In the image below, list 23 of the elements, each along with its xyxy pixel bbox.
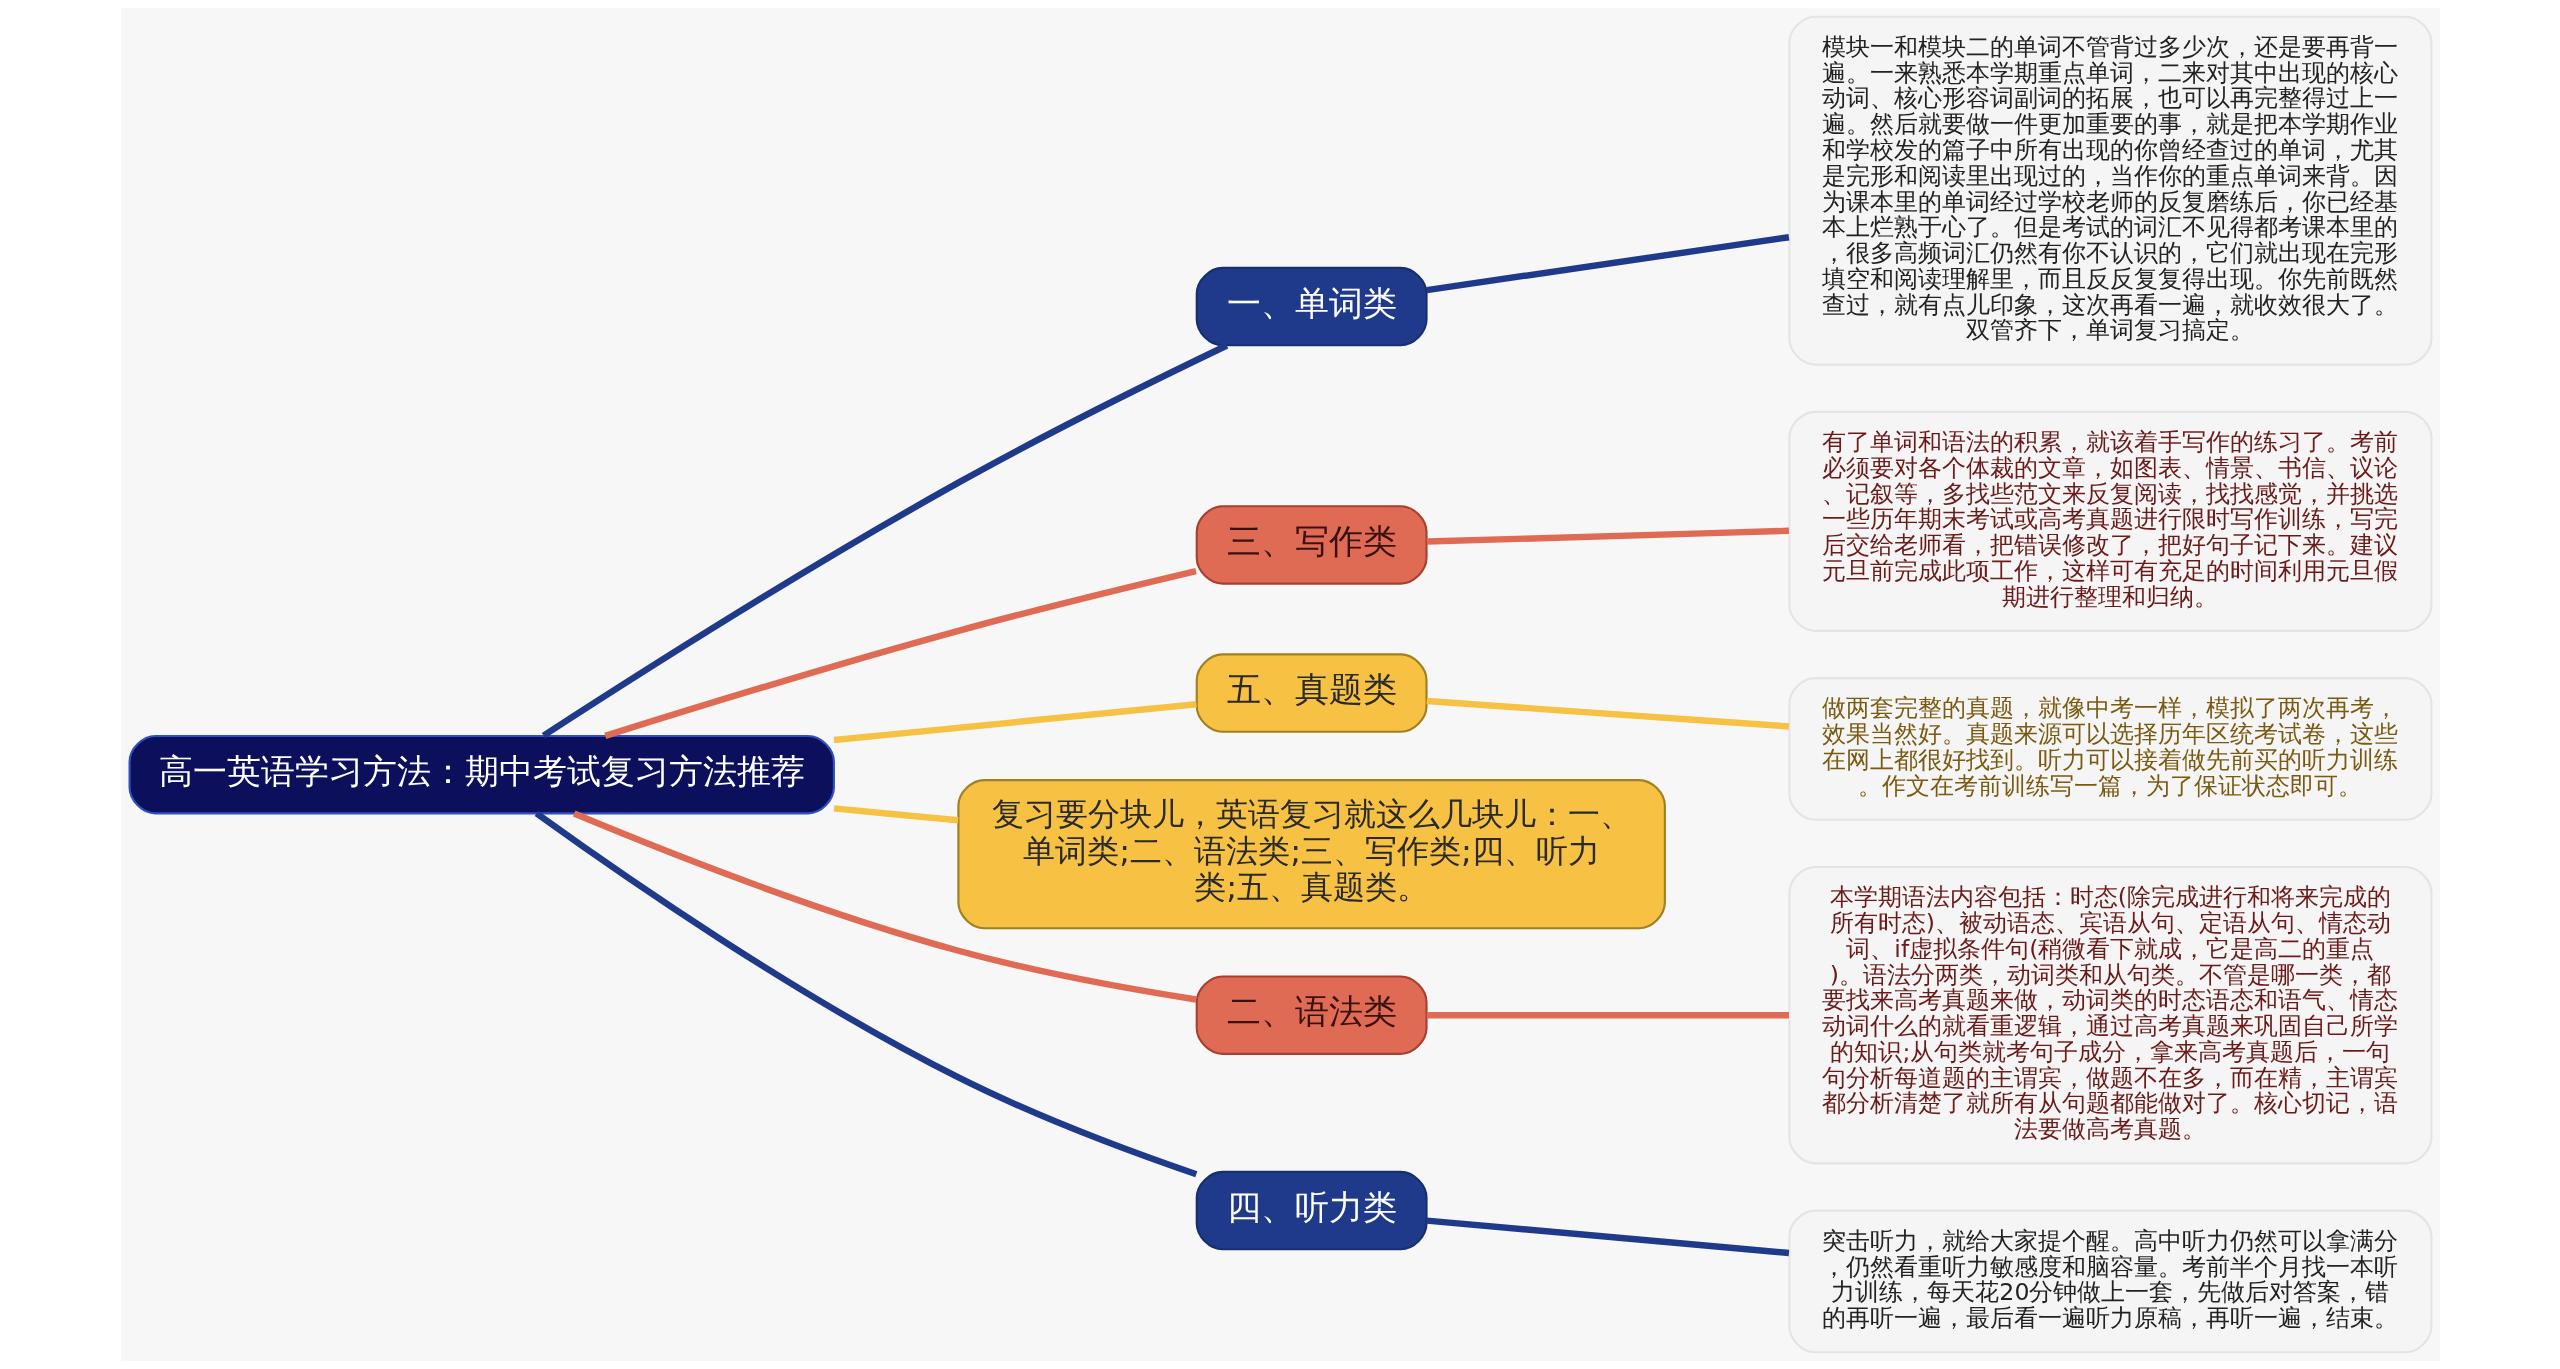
connector	[1426, 697, 1789, 730]
node-box: 高一英语学习方法：期中考试复习方法推荐	[128, 734, 835, 815]
connector	[534, 810, 1197, 1178]
connector	[1425, 234, 1789, 294]
node-box: 五、真题类	[1195, 653, 1428, 733]
connector	[1426, 1011, 1789, 1019]
connector	[603, 567, 1197, 739]
node-box: 三、写作类	[1195, 505, 1428, 585]
connector	[1426, 1217, 1789, 1257]
node-box: 有了单词和语法的积累，就该着手写作的练习了。考前必须要对各个体裁的文章，如图表、情景、书信、议论、记叙等，多找些范文来反复阅读，找找感觉，并挑选一些历年期末考试或高考真题进行限时写作训练，写完后交给老师看，把错误修改了，把好句子记下来。建议元旦前完成此项工作，这样可有充足的时间利用元旦假期进行整理和归纳。	[1787, 410, 2432, 632]
connector	[1426, 527, 1789, 545]
node-box: 模块一和模块二的单词不管背过多少次，还是要再背一遍。一来熟悉本学期重点单词，二来对其中出现的核心动词、核心形容词副词的拓展，也可以再完整得过上一遍。然后就要做一件更加重要的事，就是把本学期作业和学校发的篇子中所有出现的你曾经查过的单词，尤其是完形和阅读里出现过的，当作你的重点单词来背。因为课本里的单词经过学校老师的反复磨练后，你已经基本上烂熟于心了。但是考试的词汇不见得都考课本里的，很多高频词汇仍然有你不认识的，它们就出现在完形填空和阅读理解里，而且反反复复得出现。你先前既然查过，就有点儿印象，这次再看一遍，就收效很大了。双管齐下，单词复习搞定。	[1787, 15, 2432, 366]
connector	[833, 805, 958, 824]
node-box: 复习要分块儿，英语复习就这么几块儿：一、单词类;二、语法类;三、写作类;四、听力类;五、真题类。	[956, 778, 1666, 930]
node-box: 做两套完整的真题，就像中考一样，模拟了两次再考，效果当然好。真题来源可以选择历年区统考试卷，这些在网上都很好找到。听力可以接着做先前买的听力训练。作文在考前训练写一篇，为了保证状态即可。	[1787, 677, 2432, 821]
node-box: 一、单词类	[1195, 266, 1428, 347]
connector	[572, 810, 1197, 1003]
node-box: 突击听力，就给大家提个醒。高中听力仍然可以拿满分，仍然看重听力敏感度和脑容量。考前半个月找一本听力训练，每天花20分钟做上一套，先做后对答案，错的再听一遍，最后看一遍听力原稿，再听一遍，结束。	[1787, 1209, 2432, 1354]
node-box: 本学期语法内容包括：时态(除完成进行和将来完成的所有时态)、被动语态、宾语从句、定语从句、情态动词、if虚拟条件句(稍微看下就成，它是高二的重点)。语法分两类，动词类和从句类。不管是哪一类，都要找来高考真题来做，动词类的时态语态和语气、情态动词什么的就看重逻辑，通过高考真题来巩固自己所学的知识;从句类就考句子成分，拿来高考真题后，一句句分析每道题的主谓宾，做题不在多，而在精，主谓宾都分析清楚了就所有从句题都能做对了。核心切记，语法要做高考真题。	[1787, 865, 2432, 1165]
connector	[541, 342, 1228, 739]
connector	[833, 701, 1197, 744]
node-box: 四、听力类	[1195, 1170, 1428, 1251]
node-box: 二、语法类	[1195, 975, 1428, 1055]
